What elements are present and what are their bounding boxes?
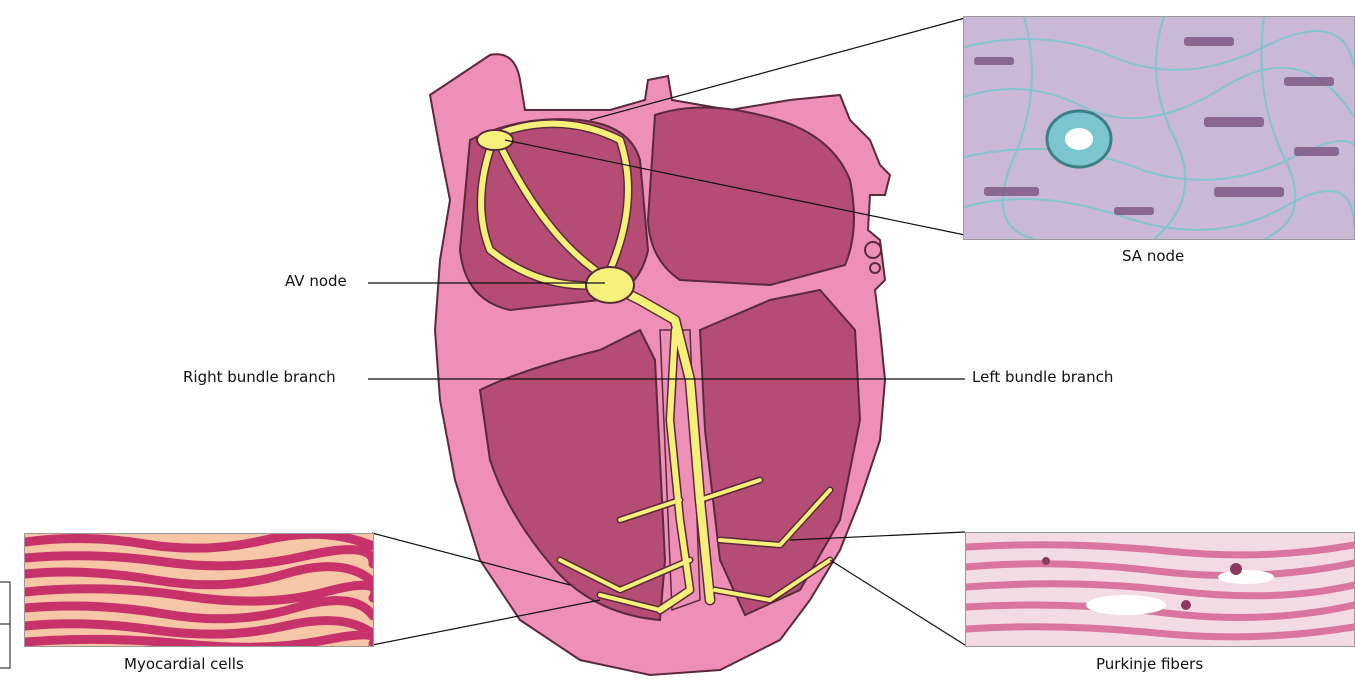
- leader-purk-2: [830, 560, 965, 645]
- sa-node-micrograph: [963, 16, 1355, 240]
- label-right-bundle-branch: Right bundle branch: [183, 368, 336, 386]
- label-left-bundle-branch: Left bundle branch: [972, 368, 1113, 386]
- left-ventricle: [700, 290, 860, 615]
- label-av-node: AV node: [285, 272, 347, 290]
- edge-bracket: [0, 582, 10, 668]
- coronary-vessel: [865, 242, 881, 258]
- label-purkinje-fibers: Purkinje fibers: [1096, 655, 1203, 673]
- purkinje-micrograph: [965, 532, 1355, 647]
- label-myocardial-cells: Myocardial cells: [124, 655, 244, 673]
- myocardial-micrograph: [24, 533, 374, 647]
- av-node-structure: [586, 267, 634, 303]
- label-sa-node: SA node: [1122, 247, 1184, 265]
